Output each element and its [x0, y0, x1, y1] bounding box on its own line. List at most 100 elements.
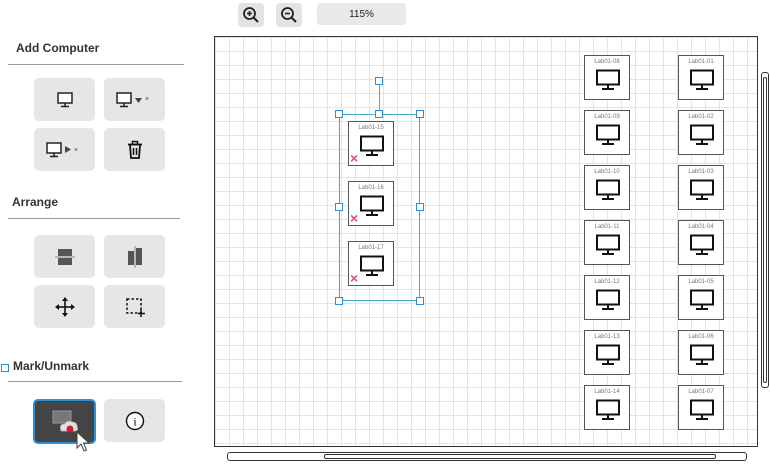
- mark-checkbox[interactable]: [1, 364, 9, 372]
- remove-icon[interactable]: ×: [350, 210, 359, 226]
- computer-node[interactable]: Lab01-09: [584, 110, 630, 155]
- computer-label: Lab01-11: [594, 224, 620, 230]
- computer-label: Lab01-13: [594, 334, 620, 340]
- computer-icon: [360, 255, 384, 276]
- add-computer-down-icon: ×: [115, 91, 149, 107]
- computer-node[interactable]: Lab01-17 ×: [348, 241, 394, 286]
- add-computer-divider: [8, 64, 184, 65]
- rotate-handle-line: [379, 84, 380, 114]
- zoom-level-display[interactable]: 115%: [317, 3, 406, 25]
- resize-handle-n[interactable]: [375, 110, 383, 118]
- computer-label: Lab01-02: [688, 114, 714, 120]
- svg-text:×: ×: [145, 96, 149, 103]
- computer-node[interactable]: Lab01-05: [678, 275, 724, 320]
- move-button[interactable]: [34, 285, 95, 328]
- computer-label: Lab01-10: [594, 169, 620, 175]
- add-computer-right-icon: ×: [45, 141, 78, 157]
- vertical-scrollbar[interactable]: [761, 72, 769, 388]
- computer-node[interactable]: Lab01-04: [678, 220, 724, 265]
- vertical-scroll-thumb[interactable]: [763, 77, 767, 383]
- computer-node[interactable]: Lab01-07: [678, 385, 724, 430]
- computer-label: Lab01-09: [594, 114, 620, 120]
- zoom-in-icon: [243, 7, 259, 23]
- computer-node[interactable]: Lab01-03: [678, 165, 724, 210]
- computer-label: Lab01-15: [358, 125, 384, 131]
- computer-icon: [596, 344, 620, 365]
- computer-label: Lab01-04: [688, 224, 714, 230]
- add-computer-row-button[interactable]: ×: [34, 128, 95, 171]
- add-computer-column-button[interactable]: ×: [104, 78, 165, 121]
- computer-label: Lab01-05: [688, 279, 714, 285]
- add-computer-title: Add Computer: [16, 41, 100, 55]
- computer-icon: [596, 399, 620, 420]
- info-button[interactable]: i: [104, 399, 165, 442]
- remove-icon[interactable]: ×: [350, 150, 359, 166]
- svg-text:×: ×: [74, 147, 78, 154]
- resize-handle-sw[interactable]: [335, 297, 343, 305]
- computer-node[interactable]: Lab01-06: [678, 330, 724, 375]
- computer-label: Lab01-16: [358, 185, 384, 191]
- align-vertical-button[interactable]: [104, 235, 165, 278]
- mark-title: Mark/Unmark: [13, 359, 90, 373]
- computer-node[interactable]: Lab01-16 ×: [348, 181, 394, 226]
- computer-icon: [596, 289, 620, 310]
- computer-label: Lab01-07: [688, 389, 714, 395]
- align-horizontal-button[interactable]: [34, 235, 95, 278]
- computer-node[interactable]: Lab01-13: [584, 330, 630, 375]
- computer-node[interactable]: Lab01-11: [584, 220, 630, 265]
- computer-icon: [360, 195, 384, 216]
- computer-label: Lab01-01: [688, 59, 714, 65]
- zoom-out-icon: [281, 7, 297, 23]
- computer-icon: [360, 135, 384, 156]
- computer-node[interactable]: Lab01-12: [584, 275, 630, 320]
- arrange-title: Arrange: [12, 195, 59, 209]
- resize-handle-w[interactable]: [335, 203, 343, 211]
- align-vertical-icon: [127, 245, 142, 268]
- computer-node[interactable]: Lab01-08: [584, 55, 630, 100]
- computer-icon: [690, 399, 714, 420]
- computer-node[interactable]: Lab01-15 ×: [348, 121, 394, 166]
- delete-button[interactable]: [104, 128, 165, 171]
- zoom-out-button[interactable]: [276, 3, 302, 27]
- mark-cloud-icon: [52, 410, 78, 432]
- computer-node[interactable]: Lab01-14: [584, 385, 630, 430]
- align-horizontal-icon: [54, 248, 75, 265]
- computer-label: Lab01-12: [594, 279, 620, 285]
- computer-label: Lab01-17: [358, 245, 384, 251]
- mark-divider: [8, 381, 182, 382]
- add-computer-icon: [56, 91, 73, 107]
- computer-icon: [596, 69, 620, 90]
- resize-handle-ne[interactable]: [416, 110, 424, 118]
- svg-text:i: i: [133, 414, 137, 428]
- resize-handle-nw[interactable]: [335, 110, 343, 118]
- info-icon: i: [125, 411, 144, 430]
- computer-node[interactable]: Lab01-10: [584, 165, 630, 210]
- marquee-select-button[interactable]: [104, 285, 165, 328]
- resize-handle-e[interactable]: [416, 203, 424, 211]
- remove-icon[interactable]: ×: [350, 270, 359, 286]
- computer-icon: [596, 179, 620, 200]
- marquee-select-icon: [125, 297, 145, 317]
- computer-label: Lab01-08: [594, 59, 620, 65]
- computer-icon: [596, 234, 620, 255]
- horizontal-scroll-thumb[interactable]: [324, 454, 716, 459]
- move-icon: [54, 296, 75, 317]
- computer-icon: [690, 69, 714, 90]
- resize-handle-se[interactable]: [416, 297, 424, 305]
- mark-button[interactable]: [33, 399, 96, 444]
- rotate-handle[interactable]: [375, 77, 383, 85]
- computer-node[interactable]: Lab01-02: [678, 110, 724, 155]
- arrange-divider: [8, 218, 180, 219]
- computer-label: Lab01-06: [688, 334, 714, 340]
- computer-icon: [690, 124, 714, 145]
- computer-icon: [690, 234, 714, 255]
- computer-label: Lab01-14: [594, 389, 620, 395]
- computer-label: Lab01-03: [688, 169, 714, 175]
- horizontal-scrollbar[interactable]: [227, 452, 747, 461]
- zoom-in-button[interactable]: [238, 3, 264, 27]
- computer-node[interactable]: Lab01-01: [678, 55, 724, 100]
- add-computer-button[interactable]: [34, 78, 95, 121]
- computer-icon: [690, 289, 714, 310]
